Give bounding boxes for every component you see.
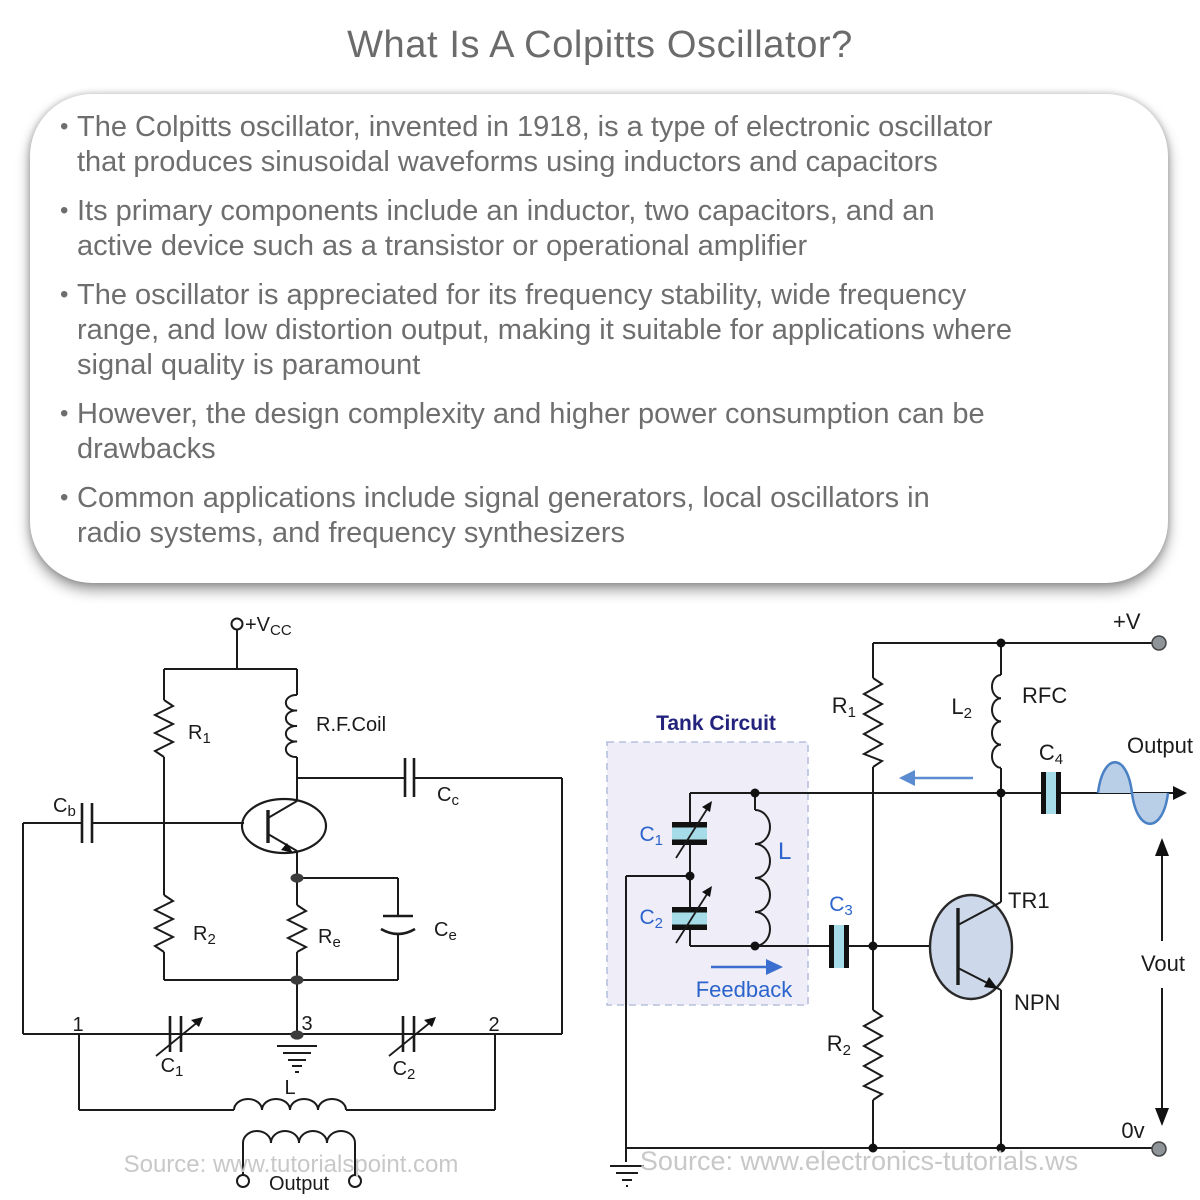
plus-v-label: +V: [1113, 609, 1141, 634]
rf-coil-label: R.F.Coil: [316, 714, 386, 736]
output-label: Output: [269, 1173, 329, 1195]
feedback-direction-arrow: [711, 770, 973, 975]
ground-symbol: [277, 1045, 317, 1073]
variable-capacitor-arrows: [155, 1017, 436, 1057]
node-3-label: 3: [301, 1013, 312, 1035]
r1-label: R1: [188, 722, 211, 747]
tank-circuit-box: [606, 741, 809, 1006]
resistor-zigzags: [152, 699, 309, 953]
npn-label: NPN: [1014, 990, 1060, 1015]
bullet-line: Its primary components include an induct…: [77, 195, 935, 227]
bullet-line: signal quality is paramount: [77, 349, 421, 381]
c1-label: C1: [161, 1055, 184, 1080]
zero-v-label: 0v: [1121, 1118, 1144, 1143]
page-title: What Is A Colpitts Oscillator?: [347, 24, 853, 66]
c3-label: C3: [829, 893, 853, 919]
bullet-line: active device such as a transistor or op…: [77, 230, 808, 262]
left-circuit-diagram: +VCC R1 R.F.Coil Cc Cb R2 Re Ce 1 3 2 C1…: [22, 614, 563, 1195]
cb-label: Cb: [53, 795, 76, 820]
vcc-label: +VCC: [245, 614, 292, 639]
supply-terminals: [1151, 635, 1167, 1157]
source-watermark-right: Source: www.electronics-tutorials.ws: [640, 1146, 1078, 1176]
transistor-tr1: [928, 893, 1014, 1001]
node-1-label: 1: [72, 1014, 83, 1036]
c1-label-right: C1: [639, 823, 663, 849]
bullet-item: The oscillator is appreciated for its fr…: [60, 277, 1148, 383]
resistor-zigzags-right: [861, 677, 885, 1101]
bullet-item: However, the design complexity and highe…: [60, 396, 1148, 467]
bullet-line: drawbacks: [77, 433, 216, 465]
sine-wave: [1096, 761, 1170, 825]
arrowheads: [1155, 786, 1187, 1126]
bullet-line: However, the design complexity and highe…: [77, 398, 985, 430]
r2-label: R2: [193, 923, 216, 948]
l-label: L: [284, 1077, 295, 1099]
source-watermark-left: Source: www.tutorialspoint.com: [124, 1151, 459, 1178]
capacitor-c1: [672, 801, 712, 859]
bullet-item: Its primary components include an induct…: [60, 193, 1148, 264]
junction-dots: [290, 873, 304, 1040]
node-2-label: 2: [488, 1014, 499, 1036]
re-label: Re: [318, 926, 341, 951]
capacitor-plates: [80, 758, 416, 1052]
transistor-bjt: [240, 797, 328, 855]
cc-label: Cc: [437, 784, 459, 809]
r1-label-right: R1: [832, 693, 856, 721]
bullet-list: The Colpitts oscillator, invented in 191…: [60, 109, 1148, 551]
l2-label: L2: [951, 694, 972, 722]
tr1-label: TR1: [1008, 888, 1050, 913]
feedback-label: Feedback: [696, 977, 794, 1002]
capacitor-c2: [672, 886, 712, 944]
ground-symbol-right: [610, 1165, 644, 1187]
bullet-line: that produces sinusoidal waveforms using…: [77, 146, 938, 178]
bullet-line: radio systems, and frequency synthesizer…: [77, 517, 626, 549]
bullet-line: The oscillator is appreciated for its fr…: [77, 279, 967, 311]
c4-label: C4: [1039, 740, 1063, 768]
c2-label: C2: [393, 1058, 416, 1083]
ce-label: Ce: [434, 919, 457, 944]
bullet-line: Common applications include signal gener…: [77, 482, 930, 514]
summary-card: The Colpitts oscillator, invented in 191…: [30, 94, 1168, 583]
rfc-label: RFC: [1022, 683, 1067, 708]
bullet-item: The Colpitts oscillator, invented in 191…: [60, 109, 1148, 180]
capacitor-c4: [1041, 772, 1061, 814]
junction-dots-right: [685, 638, 1006, 1153]
bullet-line: The Colpitts oscillator, invented in 191…: [77, 111, 993, 143]
vout-label: Vout: [1141, 951, 1185, 976]
tank-circuit-label: Tank Circuit: [656, 712, 776, 735]
right-circuit-diagram: +V R1 L2 RFC C4 Output Tank Circuit C1 C…: [606, 609, 1193, 1187]
capacitor-c3: [829, 925, 849, 968]
inductor-coils: [233, 693, 356, 1144]
output-label-right: Output: [1127, 733, 1193, 758]
l-label-right: L: [778, 838, 791, 865]
c2-label-right: C2: [639, 906, 663, 932]
bullet-item: Common applications include signal gener…: [60, 480, 1148, 551]
inductor-coils-right: [754, 674, 1002, 947]
bullet-line: range, and low distortion output, making…: [77, 314, 1012, 346]
terminals: [230, 617, 362, 1188]
r2-label-right: R2: [827, 1031, 851, 1059]
